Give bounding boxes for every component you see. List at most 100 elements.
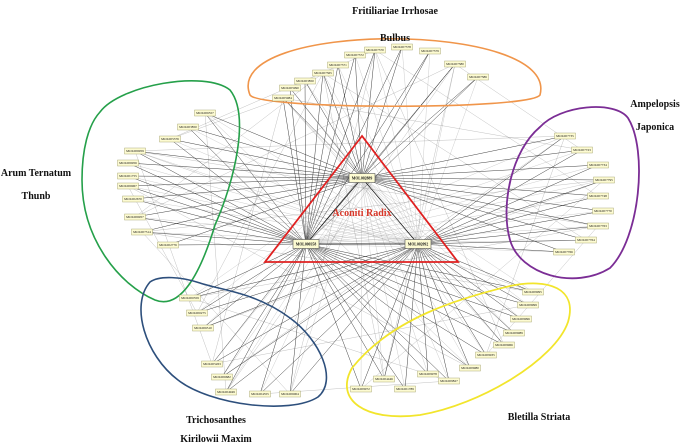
network-edge: [141, 179, 605, 233]
node-layer: MOL005984MOL005990MOL003850MOL007365MOL0…: [117, 43, 615, 398]
node-fritiliariae: MOL003850: [294, 77, 316, 85]
node-bletilla: MOL009978: [417, 370, 439, 378]
node-trichosanthes: MOL004949: [215, 388, 237, 396]
network-edge: [134, 150, 307, 245]
network-edge: [485, 135, 566, 356]
ampelopsis-label-line1: Ampelopsis: [630, 99, 680, 110]
node-arum: MOL002670: [122, 195, 144, 203]
network-edge: [305, 243, 565, 253]
network-edge: [305, 195, 599, 245]
node-box: [124, 213, 146, 221]
node-label: MOL007371: [329, 63, 347, 67]
node-bletilla: MOL009996: [510, 315, 532, 323]
node-label: MOL000275: [188, 311, 206, 315]
node-box: [159, 135, 181, 143]
network-edge: [305, 243, 534, 293]
aconiti-radix-triangle: [263, 134, 460, 263]
network-edge: [189, 297, 450, 382]
network-edge: [282, 97, 505, 346]
node-label: MOL004949: [217, 390, 235, 394]
node-label: MOL005376: [161, 137, 179, 141]
network-edge: [221, 243, 419, 378]
network-edge: [305, 243, 450, 382]
node-label: MOL006967: [119, 184, 137, 188]
node-box: [179, 294, 201, 302]
node-box: [249, 390, 271, 398]
node-box: [177, 123, 199, 131]
network-edge: [322, 72, 363, 179]
node-box: [417, 370, 439, 378]
network-edge: [134, 135, 566, 152]
network-edge: [204, 112, 419, 245]
network-edge: [374, 49, 419, 245]
network-edge: [221, 243, 307, 378]
arum-ternatum-outline: [81, 80, 241, 303]
node-label: MOL007314: [133, 230, 151, 234]
node-arum: MOL005376: [159, 135, 181, 143]
node-label: MOL009995: [524, 290, 542, 294]
node-label: MOL003850: [296, 79, 314, 83]
network-edge: [305, 243, 429, 375]
node-label: MOL006956: [119, 161, 137, 165]
network-edge: [417, 239, 587, 245]
network-edge: [305, 243, 505, 346]
node-label: MOL002670: [124, 197, 142, 201]
network-edge: [196, 243, 419, 314]
network-edge: [134, 150, 599, 227]
node-label: MOL007372: [346, 53, 364, 57]
network-edge: [361, 76, 479, 179]
node-box: [344, 51, 366, 59]
node-label: MOL005984: [274, 96, 292, 100]
network-edge: [141, 231, 291, 395]
node-trichosanthes: MOL004355: [249, 390, 271, 398]
network-edge: [141, 177, 363, 233]
network-edge: [211, 97, 284, 365]
node-label: MOL009935: [477, 353, 495, 357]
node-trichosanthes: MOL005263: [201, 360, 223, 368]
node-box: [117, 182, 139, 190]
network-edge: [417, 135, 566, 245]
node-label: MOL007764: [577, 238, 595, 242]
node-bletilla: MOL009966: [493, 341, 515, 349]
hub-edge: [361, 177, 419, 245]
node-label: MOL006557: [196, 111, 214, 115]
node-label: MOL007748: [589, 194, 607, 198]
network-edge: [361, 177, 605, 181]
network-edge: [417, 243, 565, 253]
network-edge: [204, 112, 363, 179]
node-label: MOL007723: [573, 148, 591, 152]
network-edge: [374, 49, 505, 346]
node-box: [517, 301, 539, 309]
network-edge: [361, 135, 566, 179]
hub-node: MOL002889: [348, 173, 376, 183]
node-label: MOL009966: [495, 343, 513, 347]
node-bletilla: MOL009999: [517, 301, 539, 309]
trichosanthes-label-line1: Trichosanthes: [186, 415, 246, 426]
network-edge: [141, 231, 307, 245]
node-box: [279, 390, 301, 398]
network-edge: [361, 177, 515, 334]
network-edge: [304, 80, 419, 245]
node-box: [215, 388, 237, 396]
node-label: MOL007386: [469, 75, 487, 79]
network-edge: [221, 177, 363, 378]
network-edge: [187, 126, 363, 179]
node-arum: MOL006557: [194, 109, 216, 117]
network-edge: [361, 177, 450, 382]
network-edge: [204, 112, 307, 245]
node-box: [194, 109, 216, 117]
node-ampelopsis: MOL007795: [593, 176, 615, 184]
network-edge: [304, 80, 307, 245]
network-edge: [134, 63, 456, 218]
network-edge: [132, 198, 419, 245]
node-ampelopsis: MOL007764: [575, 236, 597, 244]
node-box: [201, 360, 223, 368]
node-fritiliariae: MOL007365: [312, 69, 334, 77]
network-edge: [322, 72, 419, 245]
network-edge: [305, 210, 604, 245]
node-box: [391, 43, 413, 51]
network-edge: [289, 87, 307, 245]
node-box: [503, 329, 525, 337]
node-bletilla: MOL009989: [503, 329, 525, 337]
network-edge: [361, 50, 431, 179]
